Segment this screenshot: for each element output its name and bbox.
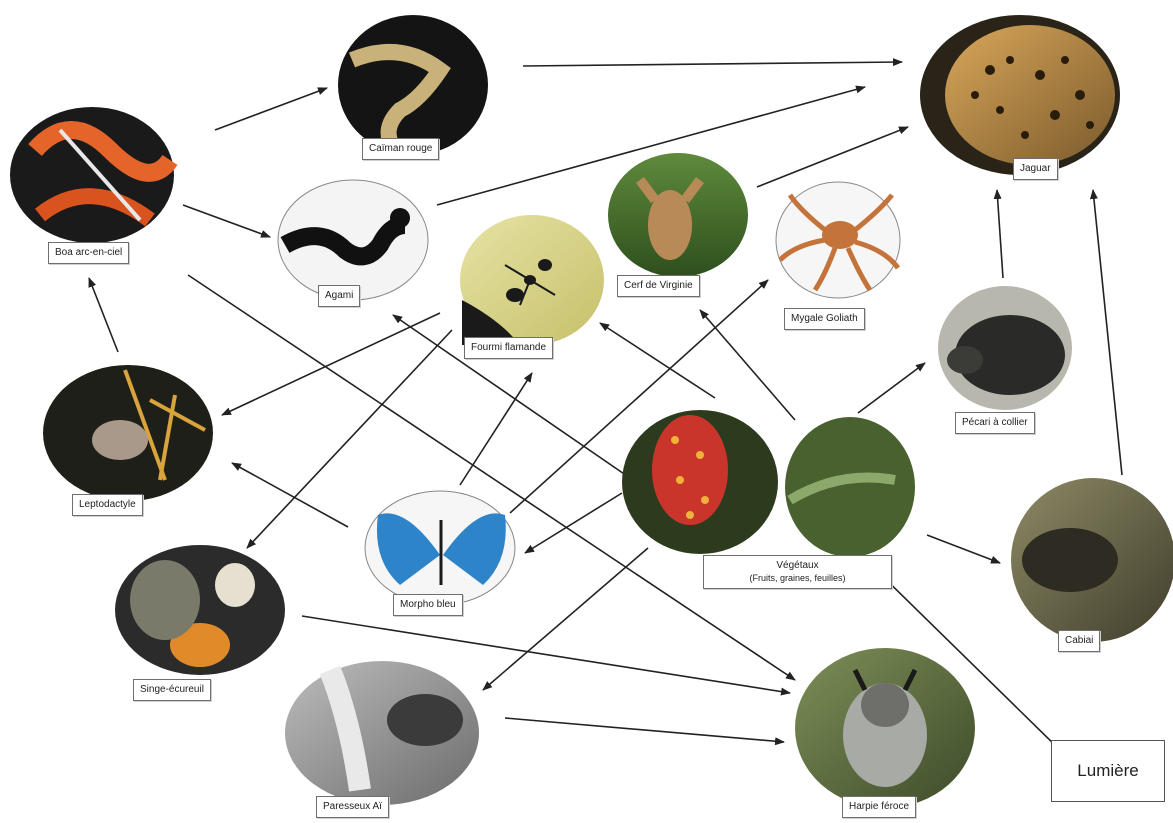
arrow-cabiai-to-jaguar bbox=[1093, 190, 1122, 475]
light-source-box: Lumière bbox=[1051, 740, 1165, 802]
caiman-photo bbox=[338, 15, 488, 155]
arrow-morpho-to-fourmi bbox=[460, 373, 532, 485]
light-source-label: Lumière bbox=[1077, 761, 1138, 781]
label-fourmi: Fourmi flamande bbox=[464, 337, 553, 359]
label-agami: Agami bbox=[318, 285, 360, 307]
ant-photo bbox=[460, 215, 604, 345]
arrow-vegetaux-to-pecari bbox=[858, 363, 925, 413]
agami-photo bbox=[278, 180, 428, 300]
label-harpie: Harpie féroce bbox=[842, 796, 916, 818]
arrow-fourmi-to-leptodactyle bbox=[222, 313, 440, 415]
label-vegetaux: Végétaux (Fruits, graines, feuilles) bbox=[703, 555, 892, 589]
arrow-boa-to-caiman bbox=[215, 88, 327, 130]
label-singe: Singe-écureuil bbox=[133, 679, 211, 701]
label-mygale: Mygale Goliath bbox=[784, 308, 865, 330]
label-paresseux: Paresseux Aï bbox=[316, 796, 389, 818]
jaguar-photo bbox=[920, 15, 1120, 175]
arrow-vegetaux-to-fourmi bbox=[600, 323, 715, 398]
arrow-cerf-to-jaguar bbox=[757, 127, 908, 187]
deer-photo bbox=[608, 153, 748, 277]
arrow-pecari-to-jaguar bbox=[997, 190, 1003, 278]
label-boa: Boa arc-en-ciel bbox=[48, 242, 129, 264]
arrow-morpho-to-leptodactyle bbox=[232, 463, 348, 527]
butterfly-photo bbox=[365, 491, 515, 605]
plants-photo bbox=[622, 410, 915, 557]
capybara-photo bbox=[1011, 478, 1173, 642]
arrow-vegetaux-to-cerf bbox=[700, 310, 795, 420]
arrow-vegetaux-to-morpho bbox=[525, 493, 622, 553]
arrow-leptodactyle-to-boa bbox=[89, 278, 118, 352]
spider-photo bbox=[776, 182, 900, 298]
frog-photo bbox=[43, 365, 213, 501]
label-cabiai: Cabiai bbox=[1058, 630, 1100, 652]
arrow-paresseux-to-harpie bbox=[505, 718, 784, 742]
label-cerf: Cerf de Virginie bbox=[617, 275, 700, 297]
boa-photo bbox=[10, 107, 174, 243]
label-leptodactyle: Leptodactyle bbox=[72, 494, 143, 516]
label-pecari: Pécari à collier bbox=[955, 412, 1035, 434]
arrow-caiman-to-jaguar bbox=[523, 62, 902, 66]
monkey-photo bbox=[115, 545, 285, 675]
label-vegetaux-title: Végétaux bbox=[776, 560, 818, 571]
peccary-photo bbox=[938, 286, 1072, 410]
sloth-photo bbox=[285, 661, 479, 805]
label-caiman: Caïman rouge bbox=[362, 138, 439, 160]
label-morpho: Morpho bleu bbox=[393, 594, 463, 616]
arrow-vegetaux-to-cabiai bbox=[927, 535, 1000, 563]
arrow-boa-to-agami bbox=[183, 205, 270, 237]
label-vegetaux-subtitle: (Fruits, graines, feuilles) bbox=[710, 572, 885, 584]
eagle-photo bbox=[795, 648, 975, 808]
label-jaguar: Jaguar bbox=[1013, 158, 1058, 180]
